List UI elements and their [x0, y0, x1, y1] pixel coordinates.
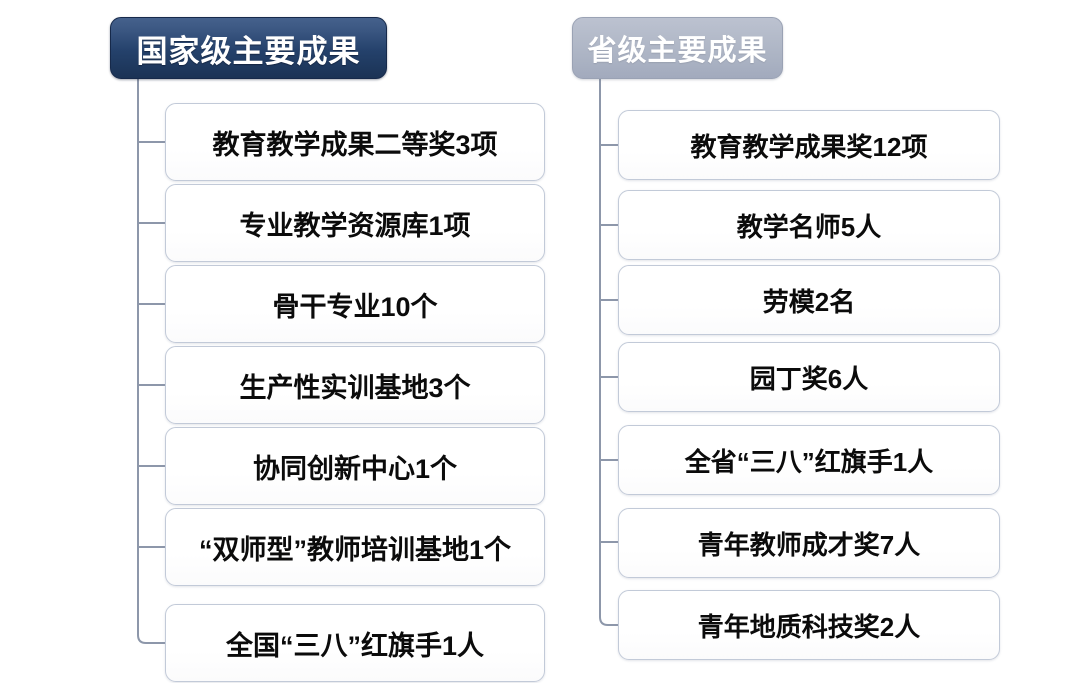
list-item: 协同创新中心1个: [165, 427, 545, 505]
list-item: 全国“三八”红旗手1人: [165, 604, 545, 682]
list-item: 全省“三八”红旗手1人: [618, 425, 1000, 495]
list-item: 劳模2名: [618, 265, 1000, 335]
list-item: 专业教学资源库1项: [165, 184, 545, 262]
connector-right-trunk: [599, 79, 618, 626]
connector-left-trunk: [137, 79, 165, 644]
list-item: 教育教学成果奖12项: [618, 110, 1000, 180]
column-header-national: 国家级主要成果: [110, 17, 387, 79]
column-header-provincial: 省级主要成果: [572, 17, 783, 79]
list-item: 生产性实训基地3个: [165, 346, 545, 424]
list-item: 教育教学成果二等奖3项: [165, 103, 545, 181]
list-item: 青年教师成才奖7人: [618, 508, 1000, 578]
list-item: “双师型”教师培训基地1个: [165, 508, 545, 586]
list-item: 教学名师5人: [618, 190, 1000, 260]
list-item: 青年地质科技奖2人: [618, 590, 1000, 660]
list-item: 园丁奖6人: [618, 342, 1000, 412]
list-item: 骨干专业10个: [165, 265, 545, 343]
